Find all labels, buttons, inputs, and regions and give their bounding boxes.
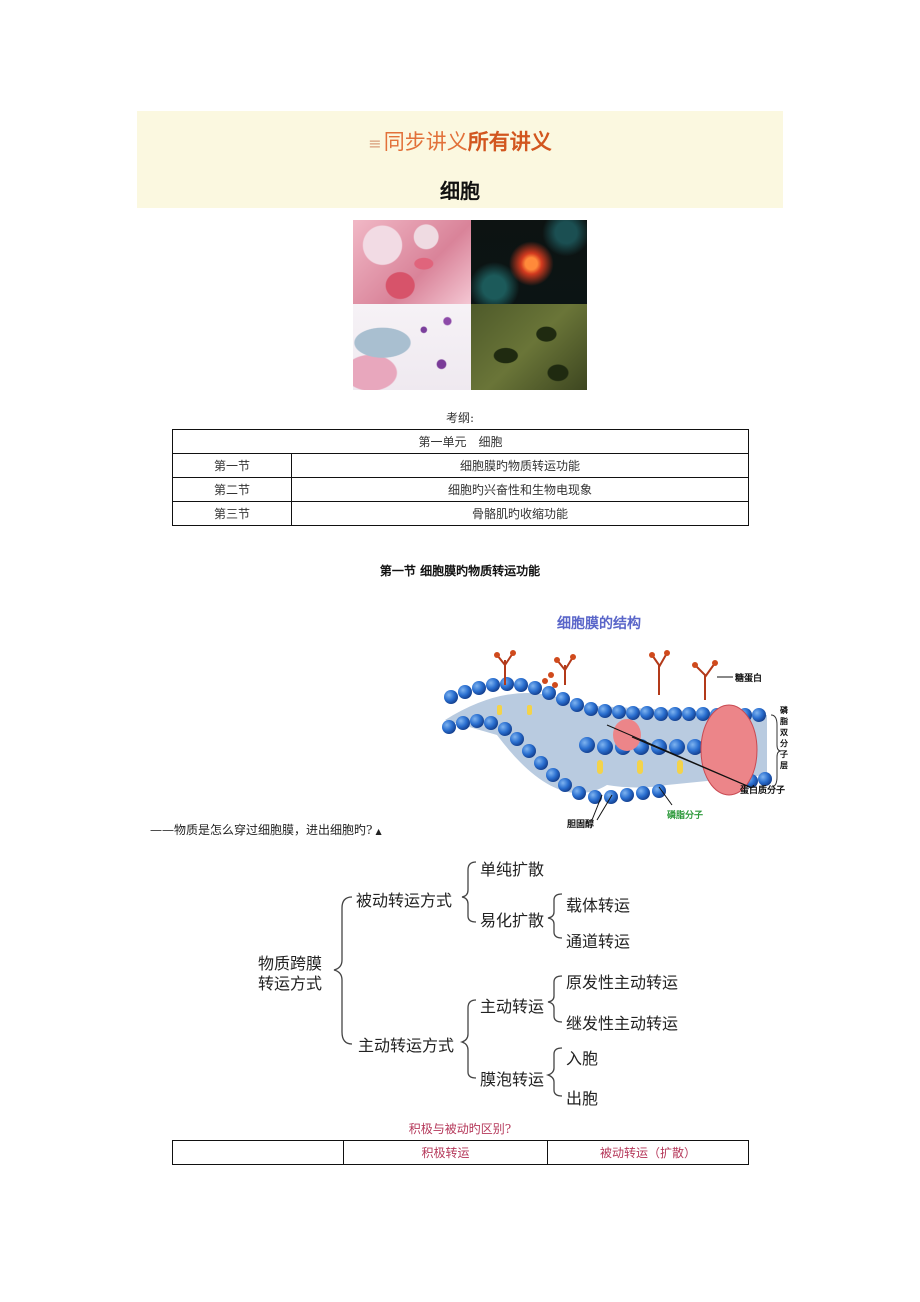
root-node-line1: 物质跨膜 [258, 954, 323, 973]
vesicular-transport-node: 膜泡转运 [480, 1070, 545, 1089]
section-cell: 第三节 [172, 501, 292, 526]
topic-cell: 细胞膜旳物质转运功能 [291, 453, 749, 478]
header-banner: ≡同步讲义所有讲义 细胞 [137, 111, 783, 208]
question-text: ——物质是怎么穿过细胞膜，进出细胞旳?▲ [150, 821, 382, 838]
lipid-bilayer-label: 磷脂双分子层 [780, 706, 788, 770]
section-heading: 第一节 细胞膜旳物质转运功能 [379, 564, 541, 578]
protein-label: 蛋白质分子 [740, 786, 786, 796]
unit-header: 第一单元 细胞 [172, 429, 749, 454]
tissue-cells-image [471, 304, 587, 390]
root-node-line2: 转运方式 [258, 974, 323, 993]
glycoprotein-label: 糖蛋白 [735, 674, 763, 684]
diagram-title: 细胞膜的结构 [557, 616, 641, 632]
header-passive-transport: 被动转运（扩散） [547, 1140, 749, 1165]
section-cell: 第二节 [172, 477, 292, 502]
secondary-active-transport-node: 继发性主动转运 [566, 1014, 679, 1033]
table-header-row: 第一单元 细胞 [172, 429, 749, 454]
epithelial-cells-image [353, 304, 471, 390]
cell-images-grid [353, 220, 587, 390]
carrier-transport-node: 载体转运 [566, 896, 631, 915]
section-cell: 第一节 [172, 453, 292, 478]
blood-cells-image [353, 220, 471, 304]
active-transport-node: 主动转运 [480, 997, 545, 1016]
syllabus-label: 考纲: [445, 411, 475, 425]
cell-membrane-diagram: 细胞膜的结构 [437, 605, 788, 833]
question-label: ——物质是怎么穿过细胞膜，进出细胞旳? [150, 823, 373, 837]
primary-active-transport-node: 原发性主动转运 [566, 973, 679, 992]
banner-title-normal[interactable]: 同步讲义 [383, 130, 468, 154]
topic-cell: 细胞旳兴奋性和生物电现象 [291, 477, 749, 502]
page-title: 细胞 [440, 179, 480, 203]
transport-tree-diagram: 物质跨膜 转运方式 被动转运方式 单纯扩散 易化扩散 载体转运 通道转运 主动转… [250, 850, 710, 1110]
active-transport-mode-node: 主动转运方式 [358, 1036, 455, 1055]
menu-icon: ≡ [368, 134, 382, 153]
endocytosis-node: 入胞 [566, 1049, 599, 1068]
header-active-transport: 积极转运 [343, 1140, 548, 1165]
facilitated-diffusion-node: 易化扩散 [480, 911, 545, 930]
table-row: 第二节 细胞旳兴奋性和生物电现象 [172, 477, 749, 502]
phospholipid-label: 磷脂分子 [667, 811, 704, 821]
banner-title-bold[interactable]: 所有讲义 [467, 130, 552, 154]
triangle-marker-icon: ▲ [375, 827, 382, 836]
simple-diffusion-node: 单纯扩散 [480, 860, 545, 879]
tree-brackets [333, 861, 563, 1097]
cholesterol-label: 胆固醇 [567, 820, 595, 830]
syllabus-table: 第一单元 细胞 第一节 细胞膜旳物质转运功能 第二节 细胞旳兴奋性和生物电现象 … [172, 429, 749, 526]
banner-title: ≡同步讲义所有讲义 [137, 126, 783, 156]
channel-transport-node: 通道转运 [566, 932, 631, 951]
neuron-image [471, 220, 587, 304]
header-empty-cell [172, 1140, 344, 1165]
topic-cell: 骨骼肌旳收缩功能 [291, 501, 749, 526]
exocytosis-node: 出胞 [566, 1089, 599, 1108]
table-row: 第三节 骨骼肌旳收缩功能 [172, 501, 749, 526]
membrane-illustration [442, 650, 782, 821]
passive-transport-node: 被动转运方式 [356, 891, 453, 910]
comparison-title: 积极与被动旳区别? [408, 1122, 512, 1136]
table-header-row: 积极转运 被动转运（扩散） [172, 1140, 749, 1165]
table-row: 第一节 细胞膜旳物质转运功能 [172, 453, 749, 478]
comparison-table: 积极转运 被动转运（扩散） [172, 1140, 749, 1165]
